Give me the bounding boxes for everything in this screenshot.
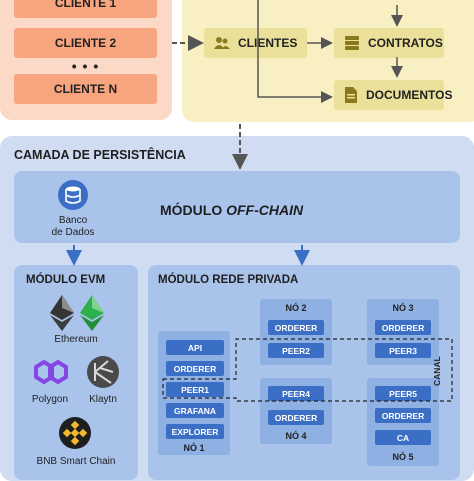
bnb-logo-icon [58,416,92,455]
node4-orderer: ORDERER [268,410,324,425]
documentos-label: DOCUMENTOS [366,88,453,102]
polygon-label: Polygon [31,394,69,405]
klaytn-label: Klaytn [89,394,117,405]
client-box-n: CLIENTE N [14,74,157,104]
users-icon [214,35,230,51]
node1-label: NÓ 1 [183,443,205,453]
node5-peer5: PEER5 [375,386,431,401]
polygon-logo-icon [33,357,69,392]
node3-label: NÓ 3 [392,303,414,313]
node3-peer3: PEER3 [375,343,431,358]
client-box-1: CLIENTE 1 [14,0,157,18]
offchain-title: MÓDULO OFF-CHAIN [160,202,303,218]
node3-orderer: ORDERER [375,320,431,335]
node1-api: API [166,340,224,355]
contratos-label: CONTRATOS [368,36,443,50]
canal-label: CANAL [432,356,442,386]
ethereum-logo-icon [50,295,74,336]
node2-label: NÓ 2 [285,303,307,313]
evm-title: MÓDULO EVM [26,274,106,286]
clientes-label: CLIENTES [238,36,298,50]
node1-explorer: EXPLORER [166,424,224,439]
private-network-title: MÓDULO REDE PRIVADA [158,274,299,286]
ethereum-label: Ethereum [54,334,98,345]
bnb-label: BNB Smart Chain [36,456,116,467]
node5-ca: CA [375,430,431,445]
node2-peer2: PEER2 [268,343,324,358]
persistence-title: CAMADA DE PERSISTÊNCIA [14,148,186,162]
database-label: Banco de Dados [51,215,95,238]
database-list-icon [344,35,360,51]
node5-orderer: ORDERER [375,408,431,423]
documentos-box: DOCUMENTOS [334,80,452,110]
node2-orderer: ORDERER [268,320,324,335]
node4-peer4: PEER4 [268,386,324,401]
node1-grafana: GRAFANA [166,403,224,418]
arrow-to-documentos [257,0,333,103]
klaytn-logo-icon [86,355,120,394]
database-icon [58,180,88,210]
client-box-2: CLIENTE 2 [14,28,157,58]
clientes-box: CLIENTES [204,28,307,58]
offchain-title-prefix: MÓDULO [160,202,227,218]
offchain-title-italic: OFF-CHAIN [226,202,304,218]
ethereum-green-logo-icon [80,295,104,336]
node4-label: NÓ 4 [285,431,307,441]
document-icon [344,87,358,103]
client-ellipsis: • • • [71,58,100,74]
node1-orderer: ORDERER [166,361,224,376]
contratos-box: CONTRATOS [334,28,444,58]
node5-label: NÓ 5 [392,452,414,462]
node1-peer1: PEER1 [166,382,224,397]
offchain-module [14,171,460,243]
clients-panel: CLIENTE 1 CLIENTE 2 • • • CLIENTE N [0,0,172,120]
